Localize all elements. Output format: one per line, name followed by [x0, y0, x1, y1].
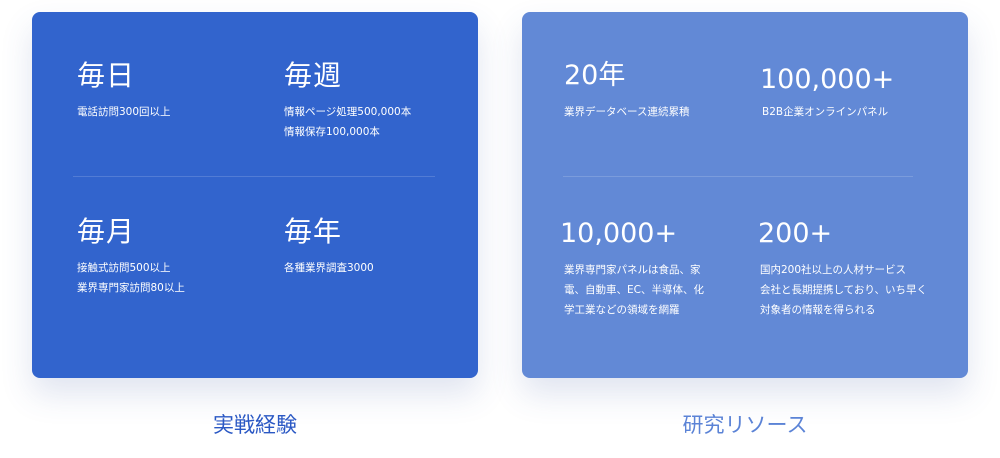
stat-detail-line: 電、自動車、EC、半導体、化 — [564, 284, 704, 296]
stat-detail-line: 業界専門家パネルは食品、家 — [564, 264, 701, 276]
stat-detail: 業界専門家パネルは食品、家 電、自動車、EC、半導体、化 学工業などの領域を網羅 — [560, 260, 704, 320]
stat-detail: 情報ページ処理500,000本 情報保存100,000本 — [284, 102, 411, 142]
stat-title: 20年 — [564, 60, 626, 91]
stat-detail-line: 情報保存100,000本 — [284, 126, 380, 138]
stat-detail: B2B企業オンラインパネル — [762, 106, 889, 118]
stat-detail: 接触式訪問500以上 業界専門家訪問80以上 — [77, 258, 185, 298]
stat-title: 毎日 — [77, 59, 136, 92]
stat-detail-line: 業界専門家訪問80以上 — [77, 282, 185, 294]
monthly-stat: 毎月 接触式訪問500以上 業界専門家訪問80以上 — [77, 216, 185, 298]
card-divider — [563, 176, 913, 177]
stat-detail-line: 学工業などの領域を網羅 — [564, 304, 680, 316]
stat-title: 毎年 — [284, 215, 343, 248]
years-stat: 20年 業界データベース連続累積 — [564, 60, 689, 122]
stat-detail: 各種業界調査3000 — [284, 262, 374, 274]
stat-detail: 電話訪問300回以上 — [77, 106, 171, 118]
resources-card: 20年 業界データベース連続累積 100,000+ B2B企業オンラインパネル … — [522, 12, 968, 378]
expert-panel-stat: 10,000+ 業界専門家パネルは食品、家 電、自動車、EC、半導体、化 学工業… — [560, 218, 704, 320]
stat-title: 200+ — [758, 218, 833, 249]
partner-companies-stat: 200+ 国内200社以上の人材サービス 会社と長期提携しており、いち早く 対象… — [758, 218, 927, 320]
yearly-stat: 毎年 各種業界調査3000 — [284, 216, 374, 278]
card-divider — [73, 176, 435, 177]
stat-title: 毎週 — [284, 59, 343, 92]
stat-detail-line: 対象者の情報を得られる — [760, 304, 876, 316]
b2b-panel-stat: 100,000+ B2B企業オンラインパネル — [760, 64, 894, 122]
weekly-stat: 毎週 情報ページ処理500,000本 情報保存100,000本 — [284, 60, 411, 142]
stat-detail: 業界データベース連続累積 — [564, 106, 690, 118]
experience-label: 実戦経験 — [213, 413, 297, 437]
stat-title: 10,000+ — [560, 218, 678, 249]
resources-label: 研究リソース — [682, 413, 808, 437]
stat-detail-line: 情報ページ処理500,000本 — [284, 106, 412, 118]
stat-detail-line: 接触式訪問500以上 — [77, 262, 171, 274]
stat-title: 毎月 — [77, 215, 136, 248]
stat-detail: 国内200社以上の人材サービス 会社と長期提携しており、いち早く 対象者の情報を… — [758, 260, 927, 320]
stat-title: 100,000+ — [760, 64, 895, 95]
stat-detail-line: 国内200社以上の人材サービス — [760, 264, 907, 276]
daily-stat: 毎日 電話訪問300回以上 — [77, 60, 171, 122]
stat-detail-line: 会社と長期提携しており、いち早く — [760, 284, 927, 296]
experience-card: 毎日 電話訪問300回以上 毎週 情報ページ処理500,000本 情報保存100… — [32, 12, 478, 378]
